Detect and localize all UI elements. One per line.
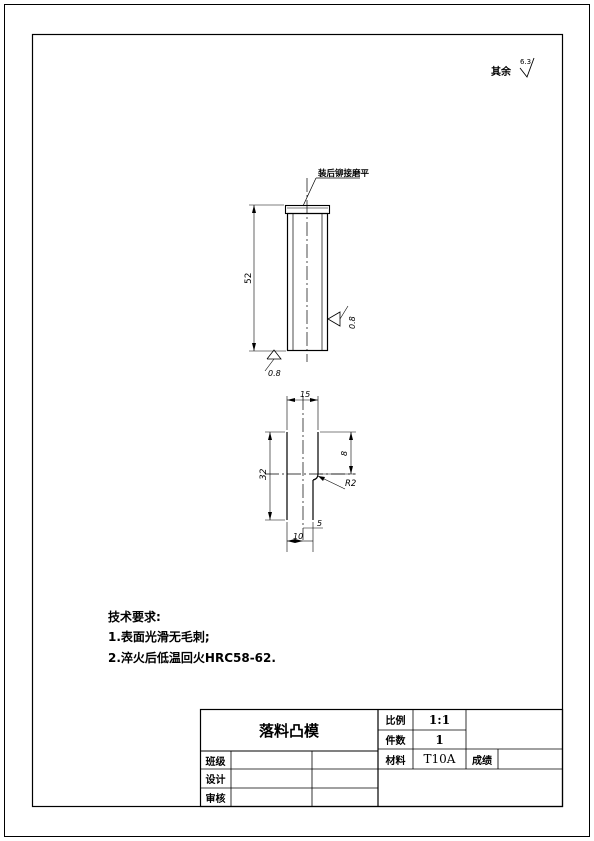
elevation-flange: [284, 204, 331, 215]
class-label: 班级: [205, 756, 226, 768]
elevation-body: [286, 212, 329, 352]
review-label: 审核: [205, 793, 226, 805]
roughness-general-value: 6.3: [520, 58, 531, 66]
qty-label: 件数: [385, 736, 406, 747]
roughness-bottom-symbol: [266, 349, 282, 360]
roughness-side-value: 0.8: [348, 316, 357, 329]
grade-label: 成绩: [472, 755, 492, 767]
inner-border: [31, 33, 564, 808]
dim-32-text: 32: [259, 468, 269, 480]
dim-15-text: 15: [300, 390, 310, 399]
dim-r2-text: R2: [345, 479, 356, 489]
dim-10-text: 10: [293, 532, 303, 541]
tech-requirement-1: 1.表面光滑无毛刺;: [108, 630, 210, 644]
fillet-r2: [312, 473, 319, 481]
tech-requirements-title: 技术要求:: [108, 610, 161, 624]
material-label: 材料: [385, 755, 406, 767]
part-name: 落料凸模: [258, 721, 319, 740]
roughness-bottom-value: 0.8: [268, 369, 281, 378]
tech-requirement-2: 2.淬火后低温回火HRC58-62.: [108, 651, 276, 665]
dim-52-text: 52: [244, 273, 254, 284]
scale-value: 1:1: [428, 712, 451, 727]
design-label: 设计: [205, 775, 226, 786]
qty-value: 1: [435, 732, 444, 747]
leader-line: [302, 177, 317, 207]
roughness-general-label: 其余: [491, 65, 512, 78]
roughness-general-symbol: [519, 57, 535, 78]
dim-5-text: 5: [317, 519, 322, 528]
scale-label: 比例: [385, 716, 406, 727]
dim-8-text: 8: [340, 451, 349, 456]
roughness-side-symbol: [327, 311, 341, 327]
material-value: T10A: [423, 752, 456, 766]
elevation-note: 装后铆接磨平: [317, 168, 370, 179]
title-block-grid: [199, 708, 564, 808]
outer-border: [4, 4, 590, 837]
section-view: [265, 396, 356, 552]
elevation-view: [249, 177, 360, 372]
